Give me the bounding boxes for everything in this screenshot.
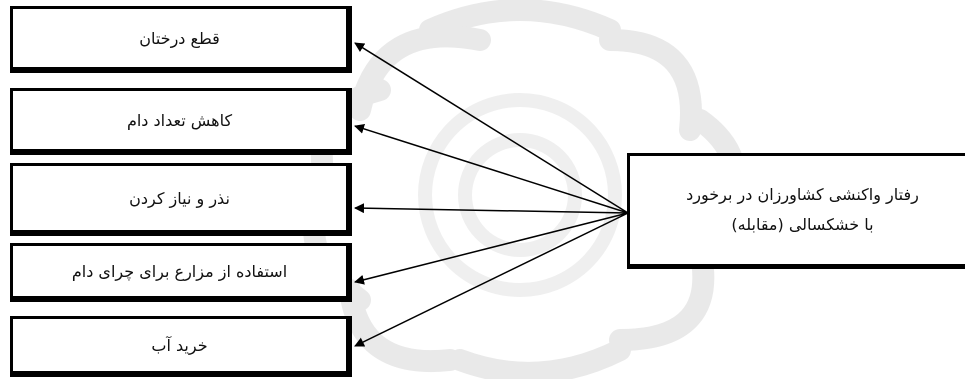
arrow-to-response-2: [354, 123, 629, 214]
central-concept-box: رفتار واکنشی کشاورزان در برخورد با خشکسا…: [627, 153, 965, 269]
central-concept-line-2: با خشکسالی (مقابله): [731, 215, 874, 234]
arrow-to-response-3: [354, 203, 629, 214]
response-label: قطع درختان: [139, 28, 220, 48]
response-box-buy-water: خرید آب: [10, 316, 352, 377]
response-label: استفاده از مزارع برای چرای دام: [71, 261, 288, 281]
arrow-to-response-5: [354, 212, 629, 347]
response-box-grazing-farms: استفاده از مزارع برای چرای دام: [10, 243, 352, 302]
response-label: نذر و نیاز کردن: [129, 188, 230, 208]
arrow-to-response-1: [354, 42, 629, 214]
response-box-cutting-trees: قطع درختان: [10, 6, 352, 73]
response-label: خرید آب: [151, 335, 208, 355]
response-box-reduce-livestock: کاهش تعداد دام: [10, 88, 352, 155]
response-label: کاهش تعداد دام: [126, 110, 233, 130]
response-box-vows: نذر و نیاز کردن: [10, 163, 352, 236]
arrow-to-response-4: [354, 212, 629, 285]
central-concept-line-1: رفتار واکنشی کشاورزان در برخورد: [686, 185, 919, 204]
